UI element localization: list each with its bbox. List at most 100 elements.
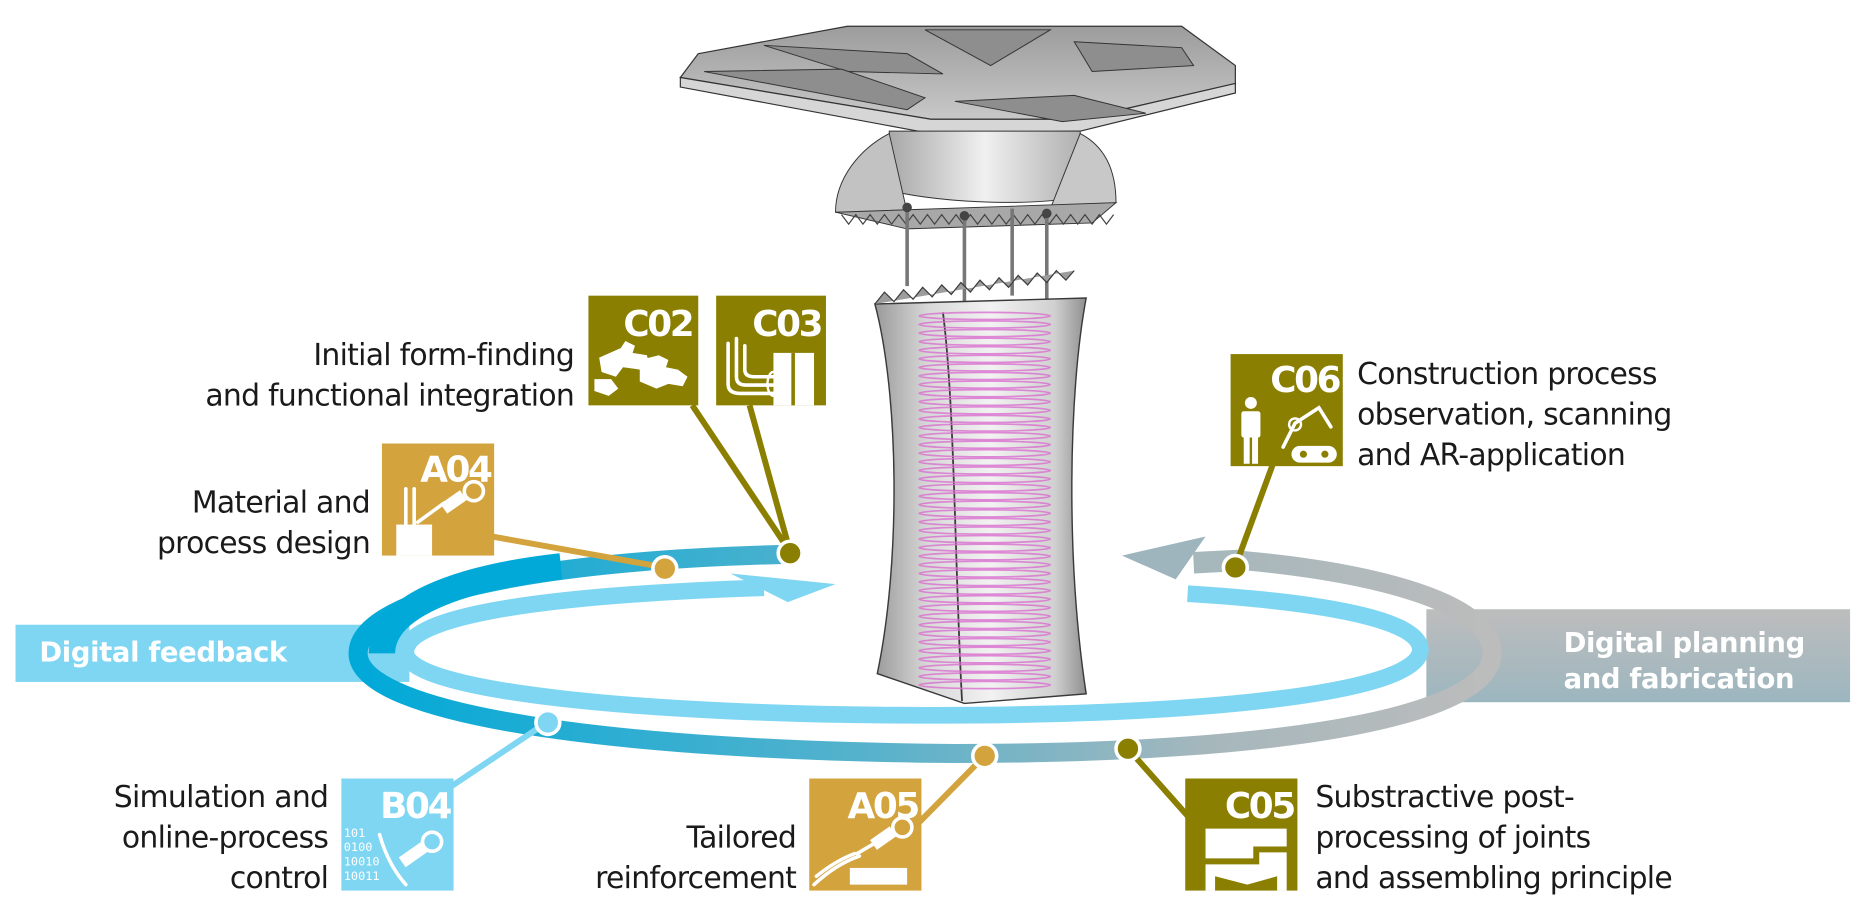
node-a04: [651, 554, 679, 583]
coil-loop: [918, 448, 1052, 458]
coil-loop: [918, 474, 1052, 484]
coil-loop: [918, 354, 1052, 364]
a05-label-line2: reinforcement: [595, 861, 796, 896]
project-tile-a05[interactable]: A05: [809, 778, 922, 891]
ring-nodes: [534, 539, 1250, 770]
coil-loop: [918, 646, 1052, 656]
a04-label-line1: Material and: [192, 486, 370, 521]
coil-loop: [918, 397, 1052, 407]
binary-robot-icon: 101 0100 10010 10011: [344, 826, 444, 887]
coil-loop: [918, 560, 1052, 570]
b04-binary-3: 10011: [344, 869, 380, 883]
coil-loop: [918, 320, 1052, 329]
coil-loop: [918, 440, 1052, 450]
b04-binary-0: 101: [344, 826, 366, 840]
b04-binary-2: 10010: [344, 855, 380, 869]
coil-loop: [918, 405, 1052, 415]
coil-loop: [918, 663, 1052, 673]
project-tile-c06[interactable]: C06: [1230, 354, 1343, 467]
c05-label-line3: and assembling principle: [1315, 861, 1672, 896]
c02-code: C02: [623, 304, 692, 345]
coil-loop: [918, 594, 1052, 604]
digital-feedback-band: Digital feedback: [15, 624, 410, 682]
node-a05: [970, 742, 999, 770]
c02-label-line2: and functional integration: [205, 378, 574, 413]
coil-loop: [918, 654, 1052, 664]
b04-label-line3: control: [230, 861, 328, 896]
coil-loop: [918, 577, 1052, 587]
coil-loop: [918, 337, 1052, 347]
coil-loop: [918, 345, 1052, 355]
c06-label-line2: observation, scanning: [1357, 397, 1672, 432]
coil-loop: [918, 388, 1052, 398]
coil-loop: [918, 586, 1052, 596]
c06-code: C06: [1270, 360, 1339, 401]
coil-loop: [918, 311, 1052, 321]
inner-feedback-ring: [397, 573, 1429, 724]
c06-label-line1: Construction process: [1357, 357, 1657, 392]
coil-loop: [918, 611, 1052, 621]
joint-milling-icon: [1205, 828, 1287, 891]
column-shaft: [873, 269, 1088, 705]
project-tile-c05[interactable]: C05: [1185, 778, 1298, 891]
c05-label-line1: Substractive post-: [1315, 780, 1574, 815]
fiber-winding-icon: [812, 816, 914, 887]
coil-loop: [918, 328, 1052, 338]
coil-loop: [918, 483, 1052, 493]
coil-loop: [918, 431, 1052, 441]
node-c02-c03: [776, 539, 804, 567]
project-tile-b04[interactable]: B04 101 0100 10010 10011: [341, 778, 454, 891]
node-c05: [1114, 734, 1142, 763]
planning-arrowhead: [1121, 536, 1206, 580]
coil-loop: [918, 543, 1052, 553]
person-robot-icon: [1241, 397, 1337, 464]
coil-loop: [918, 672, 1052, 681]
digital-planning-label-line1: Digital planning: [1564, 628, 1805, 659]
b04-label-line2: online-process: [122, 821, 329, 856]
project-tile-c03[interactable]: C03: [716, 295, 826, 406]
coil-loop: [918, 603, 1052, 613]
outer-process-ring: [348, 536, 1502, 764]
coil-loop: [918, 380, 1052, 390]
coil-loop: [918, 414, 1052, 424]
digital-planning-label-line2: and fabrication: [1564, 664, 1795, 695]
digital-feedback-label: Digital feedback: [39, 638, 288, 669]
project-tile-a04[interactable]: A04: [381, 443, 494, 556]
coil-loop: [918, 534, 1052, 544]
robot-extruder-icon: [396, 479, 486, 556]
coil-loop: [918, 620, 1052, 630]
b04-code: B04: [380, 786, 451, 827]
coil-loop: [918, 457, 1052, 467]
coil-loop: [918, 508, 1052, 518]
coil-loop: [918, 637, 1052, 647]
c03-code: C03: [752, 304, 821, 345]
coil-loop: [918, 517, 1052, 527]
node-c06: [1221, 553, 1250, 582]
leader-lines: [439, 403, 1278, 837]
c05-label-line2: processing of joints: [1315, 821, 1590, 856]
coil-loop: [918, 569, 1052, 578]
coil-loop: [918, 363, 1052, 372]
coil-loop: [918, 526, 1052, 535]
coil-loop: [918, 629, 1052, 638]
column-capital: [679, 25, 1236, 230]
coil-loop: [918, 551, 1052, 561]
a05-label-line1: Tailored: [686, 821, 797, 856]
coil-loop: [918, 466, 1052, 475]
c06-label-line3: and AR-application: [1357, 438, 1625, 473]
joint-integration-icon: [726, 336, 815, 406]
coil-loop: [918, 371, 1052, 381]
node-b04: [534, 708, 562, 737]
a04-label-line2: process design: [157, 526, 370, 561]
coil-loop: [918, 423, 1052, 432]
b04-label-line1: Simulation and: [114, 780, 328, 815]
project-tile-c02[interactable]: C02: [588, 295, 699, 406]
c05-code: C05: [1225, 786, 1294, 827]
c02-label-line1: Initial form-finding: [313, 338, 574, 373]
coil-loop: [918, 500, 1052, 510]
coil-loop: [918, 491, 1052, 501]
feedback-arrowhead: [730, 573, 836, 603]
puzzle-icon: [594, 340, 688, 396]
reinforcement-coil: [918, 311, 1052, 690]
